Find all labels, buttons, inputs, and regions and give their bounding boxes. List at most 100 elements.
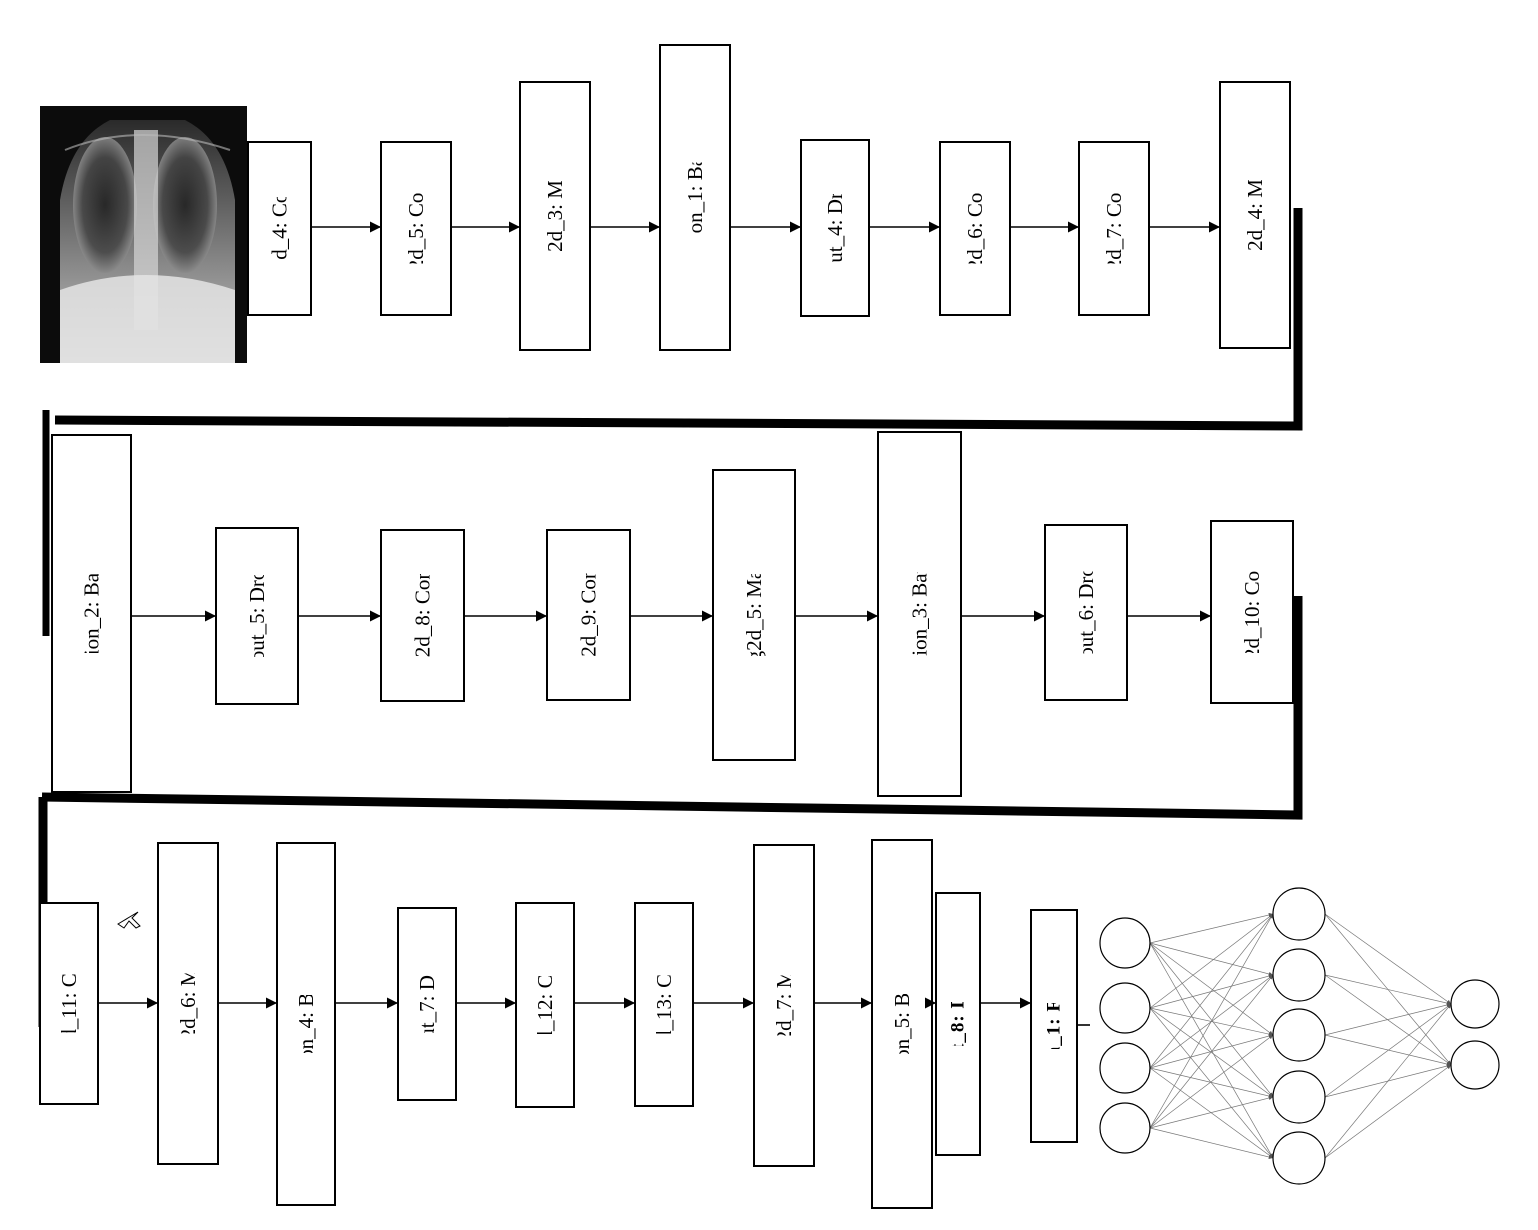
network-edge <box>1149 1067 1274 1159</box>
network-edge <box>1149 913 1274 1009</box>
layer-label: max_pooling2d_5: MaxPooling2D <box>742 468 766 761</box>
layer-label: conv2d_8: Conv2D <box>411 533 435 698</box>
layer-box <box>753 844 815 1167</box>
layer-box <box>247 141 312 316</box>
layer-conv2d-10: conv2d_10: Conv2D <box>1210 520 1294 704</box>
connector-row1-to-row2 <box>54 208 1303 431</box>
connector-row2-to-row3 <box>41 596 1303 820</box>
layer-label: max_pooling2d_4: MaxPooling2D <box>1243 68 1267 361</box>
network-edge <box>1149 942 1274 1036</box>
network-edge <box>1149 942 1274 1098</box>
network-edge <box>1149 1127 1274 1160</box>
layer-max-pooling2d-3: max_pooling2d_3: MaxPooling2D <box>519 81 591 351</box>
layer-box <box>276 842 336 1206</box>
layer-batch-normalization-5: batch_normalization_5: BatchNormalizatio… <box>871 836 933 1211</box>
layer-dropout-7: dropout_7: Dropout <box>397 907 457 1101</box>
layer-label: conv2d_6: Conv2D <box>963 146 987 311</box>
network-edge <box>1149 1034 1274 1129</box>
network-edge <box>1149 1007 1274 1159</box>
network-edge <box>1324 1064 1452 1159</box>
layer-box <box>515 902 575 1108</box>
layer-box <box>546 529 631 701</box>
layer-label: flatten_1: Flatten <box>1044 947 1065 1106</box>
layer-row-2: batch_normalization_2: BatchNormalizatio… <box>51 426 1294 801</box>
layer-box <box>877 431 962 797</box>
layer-label: dropout_6: Dropout <box>1074 529 1098 697</box>
neuron-layer3-2 <box>1450 1040 1500 1090</box>
layer-label: conv2d_13: Conv2D <box>652 917 676 1093</box>
layer-label: conv2d_9: Conv2D <box>577 532 601 697</box>
network-edge <box>1149 1067 1274 1099</box>
layer-batch-normalization-1: batch_normalization_1: BatchNormalizatio… <box>659 44 731 351</box>
layer-label: conv2d_4: Conv2D <box>268 146 292 311</box>
neuron-layer1-2 <box>1099 982 1151 1034</box>
layer-box <box>1078 141 1150 316</box>
layer-label: batch_normalization_2: BatchNormalizatio… <box>80 426 104 801</box>
layer-box <box>380 529 465 702</box>
layer-label: batch_normalization_3: BatchNormalizatio… <box>908 426 932 801</box>
layer-batch-normalization-3: batch_normalization_3: BatchNormalizatio… <box>877 426 962 801</box>
network-edge <box>1149 974 1274 1129</box>
layer-label: dropout_4: Dropout <box>823 144 847 312</box>
layer-max-pooling2d-6: max_pooling2d_6: MaxPooling2D <box>157 842 219 1165</box>
layer-box <box>800 139 870 317</box>
network-edge <box>1324 974 1452 1006</box>
layer-box <box>380 141 452 316</box>
layer-box <box>939 141 1011 316</box>
neuron-layer2-4 <box>1272 1070 1326 1124</box>
network-edge <box>1324 974 1452 1066</box>
layer-label: conv2d_10: Conv2D <box>1240 524 1264 700</box>
layer-box <box>519 81 591 351</box>
layer-conv2d-7: conv2d_7: Conv2D <box>1078 141 1150 316</box>
layer-box <box>712 469 796 761</box>
neuron-layer1-1 <box>1099 917 1151 969</box>
mouse-pointer-icon <box>117 911 141 929</box>
layer-dropout-8: dropout_8: Dropout <box>935 892 981 1156</box>
network-edge <box>1324 1003 1452 1098</box>
layer-label: conv2d_12: Conv2D <box>533 917 557 1093</box>
neuron-layer2-5 <box>1272 1131 1326 1185</box>
layer-max-pooling2d-4: max_pooling2d_4: MaxPooling2D <box>1219 68 1291 361</box>
layer-conv2d-13: conv2d_13: Conv2D <box>634 902 694 1107</box>
layer-batch-normalization-4: batch_normalization_4: BatchNormalizatio… <box>276 836 336 1211</box>
layer-label: batch_normalization_4: BatchNormalizatio… <box>294 836 318 1211</box>
network-edge <box>1149 942 1274 1159</box>
layer-label: conv2d_7: Conv2D <box>1102 146 1126 311</box>
layer-conv2d-12: conv2d_12: Conv2D <box>515 902 575 1108</box>
layer-box <box>51 434 132 793</box>
layer-flatten-1: flatten_1: Flatten <box>1030 909 1078 1143</box>
layer-dropout-5: dropout_5: Dropout <box>215 527 299 705</box>
network-edge <box>1324 1034 1452 1067</box>
layer-label: dropout_5: Dropout <box>245 532 269 700</box>
layer-box <box>157 842 219 1165</box>
dense-network <box>1077 887 1500 1185</box>
layer-label: dropout_7: Dropout <box>415 920 439 1088</box>
layer-conv2d-6: conv2d_6: Conv2D <box>939 141 1011 316</box>
neuron-layer1-4 <box>1099 1102 1151 1154</box>
layer-box <box>39 902 99 1105</box>
network-edge <box>1149 913 1274 1129</box>
network-edge <box>1149 1095 1274 1129</box>
layer-label: max_pooling2d_7: MaxPooling2D <box>772 859 796 1152</box>
layer-batch-normalization-2: batch_normalization_2: BatchNormalizatio… <box>51 426 132 801</box>
layer-box <box>871 839 933 1209</box>
network-edge <box>1324 1003 1452 1159</box>
layer-max-pooling2d-5: max_pooling2d_5: MaxPooling2D <box>712 468 796 761</box>
layer-max-pooling2d-7: max_pooling2d_7: MaxPooling2D <box>753 844 815 1167</box>
layer-conv2d-9: conv2d_9: Conv2D <box>546 529 631 701</box>
layer-label: conv2d_11: Conv2D <box>57 916 81 1091</box>
layer-box <box>397 907 457 1101</box>
layer-dropout-4: dropout_4: Dropout <box>800 139 870 317</box>
layer-label: batch_normalization_5: BatchNormalizatio… <box>890 836 914 1211</box>
layer-box <box>659 44 731 351</box>
network-edge <box>1149 912 1274 944</box>
layer-box <box>1044 524 1128 701</box>
layer-conv2d-11: conv2d_11: Conv2D <box>39 902 99 1105</box>
network-edge <box>1324 913 1452 1005</box>
layer-box <box>1210 520 1294 704</box>
layer-dropout-6: dropout_6: Dropout <box>1044 524 1128 701</box>
neuron-layer1-3 <box>1099 1042 1151 1094</box>
